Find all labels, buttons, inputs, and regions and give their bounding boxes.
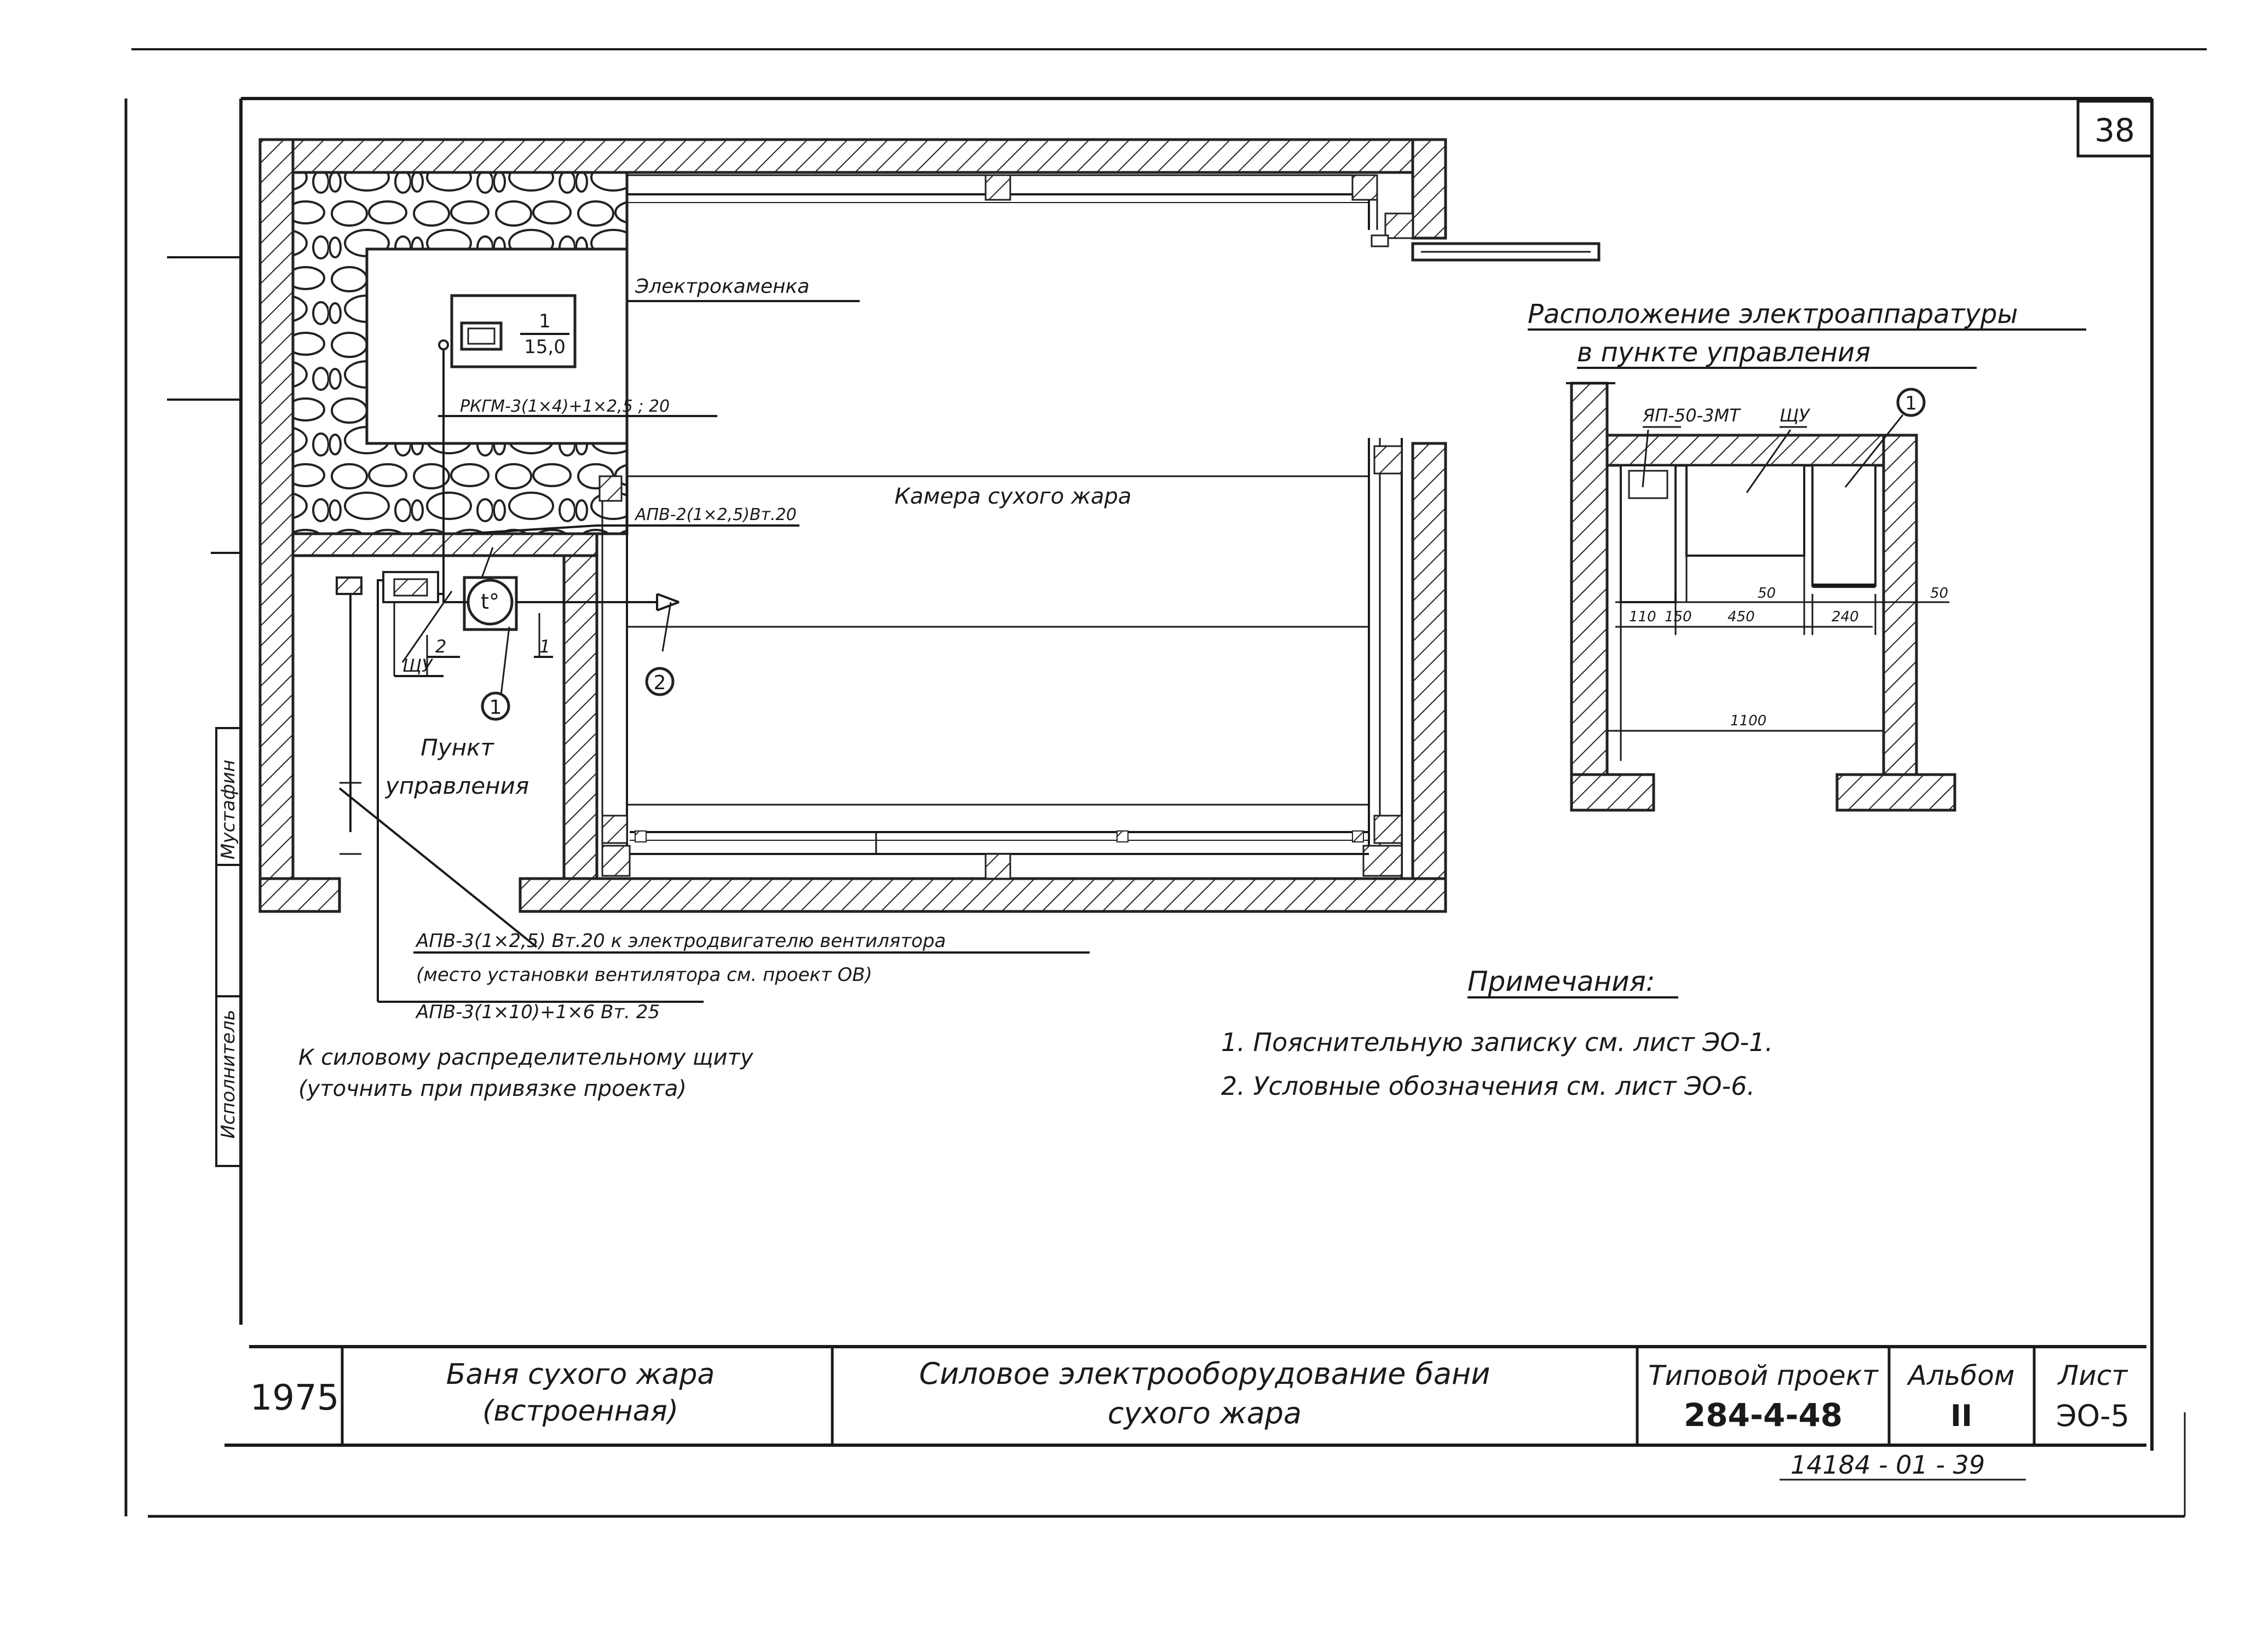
title-album-label: Альбом xyxy=(1907,1360,2015,1392)
sheet-frame xyxy=(124,48,2207,1518)
title-sheet-number: ЭО-5 xyxy=(2056,1399,2129,1433)
notes-heading: Примечания: xyxy=(1467,966,1655,997)
note-item-1: 1. Пояснительную записку см. лист ЭО-1. xyxy=(1221,1027,1773,1057)
heater-mark-num: 1 xyxy=(539,310,551,332)
heater-mark-den: 15,0 xyxy=(524,336,566,358)
side-stamp-executor: Исполнитель xyxy=(217,1009,239,1139)
title-drawing-line1: Силовое электрооборудование бани xyxy=(919,1356,1490,1391)
title-year: 1975 xyxy=(250,1378,339,1418)
room-control-line2: управления xyxy=(384,772,529,799)
cable-rkgm: РКГМ-3(1×4)+1×2,5 ; 20 xyxy=(460,397,670,416)
detail-label-shu: ЩУ xyxy=(1780,405,1811,426)
tag-2: 2 xyxy=(435,636,446,657)
title-project-label: Типовой проект xyxy=(1648,1360,1879,1392)
title-project-number: 284-4-48 xyxy=(1684,1396,1843,1434)
callout-1: 1 xyxy=(490,696,502,719)
detail-dim-1100: 1100 xyxy=(1730,713,1766,729)
room-chamber: Камера сухого жара xyxy=(895,484,1132,509)
tag-1: 1 xyxy=(539,636,550,657)
title-sheet-label: Лист xyxy=(2057,1360,2129,1392)
detail-label-yap: ЯП-50-3МТ xyxy=(1642,405,1741,426)
feed-note-line1: К силовому распределительному щиту xyxy=(298,1045,754,1070)
detail-plan xyxy=(1566,382,1956,812)
thermometer-label: t° xyxy=(481,590,499,614)
sheet-corner-box xyxy=(2076,100,2154,158)
detail-callout: 1 xyxy=(1905,392,1917,414)
cable-feed: АПВ-3(1×10)+1×6 Вт. 25 xyxy=(415,1001,660,1023)
cable-apv-2: АПВ-2(1×2,5)Вт.20 xyxy=(634,505,797,524)
note-item-2: 2. Условные обозначения см. лист ЭО-6. xyxy=(1221,1071,1755,1101)
floor-plan xyxy=(258,138,1601,1003)
callout-2-circle xyxy=(645,667,675,696)
tag-shu: ЩУ xyxy=(402,655,434,676)
fan-note: (место установки вентилятора см. проект … xyxy=(416,964,872,986)
callout-2: 2 xyxy=(654,672,666,694)
detail-callout-circle xyxy=(1896,388,1926,417)
sheet-corner-number: 38 xyxy=(2094,112,2135,149)
title-album-number: II xyxy=(1950,1399,1972,1433)
room-control-line1: Пункт xyxy=(421,734,494,761)
title-drawing-line2: сухого жара xyxy=(1108,1396,1302,1430)
detail-dim-450: 450 xyxy=(1728,609,1755,625)
title-block xyxy=(225,1345,2146,1447)
feed-note-line2: (уточнить при привязке проекта) xyxy=(298,1076,687,1101)
detail-title-line1: Расположение электроаппаратуры xyxy=(1528,299,2018,330)
cable-fan: АПВ-3(1×2,5) Вт.20 к электродвигателю ве… xyxy=(415,930,946,952)
archive-number: 14184 - 01 - 39 xyxy=(1791,1450,1985,1480)
detail-dim-150: 150 xyxy=(1665,609,1692,625)
detail-dim-240: 240 xyxy=(1832,609,1859,625)
detail-title-line2: в пункте управления xyxy=(1577,337,1870,368)
side-stamp-name: Мустафин xyxy=(217,760,239,859)
title-object-line1: Баня сухого жара xyxy=(446,1358,715,1391)
callout-1-circle xyxy=(481,691,510,721)
heater-label: Электрокаменка xyxy=(635,275,809,298)
detail-dim-110: 110 xyxy=(1629,609,1656,625)
title-object-line2: (встроенная) xyxy=(482,1395,678,1428)
detail-dim-50a: 50 xyxy=(1758,585,1776,602)
detail-dim-50b: 50 xyxy=(1930,585,1948,602)
